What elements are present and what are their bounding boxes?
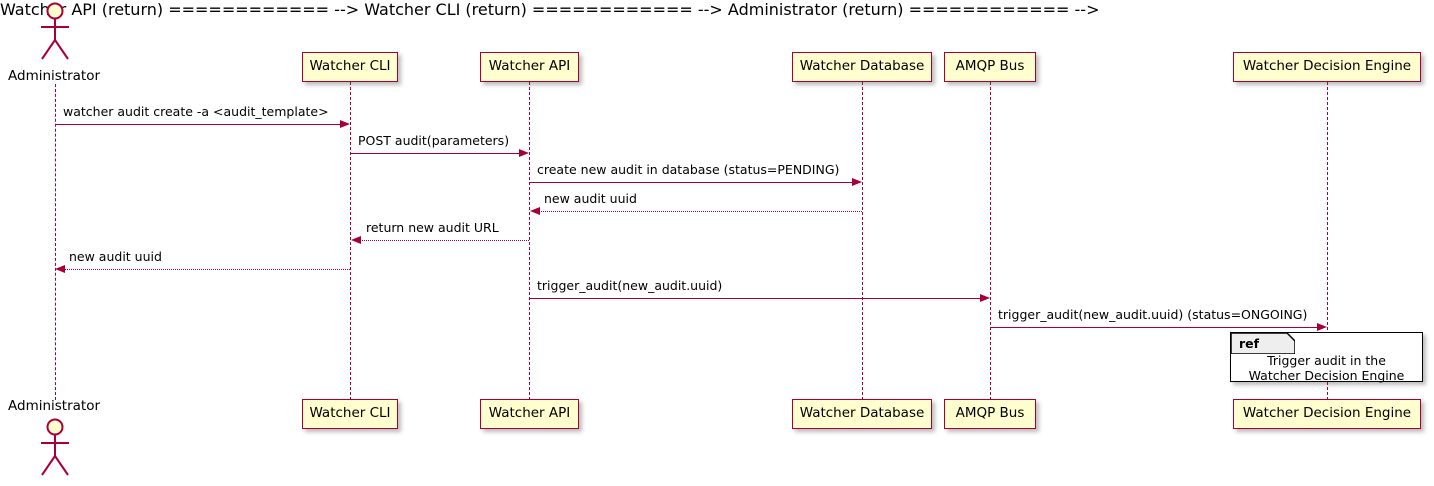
actor-administrator-bottom-icon <box>41 418 69 476</box>
actor-label-administrator-bottom: Administrator <box>8 398 101 414</box>
lifeline-watcher-decision-engine <box>1327 82 1328 400</box>
message-arrowhead-4 <box>530 206 540 215</box>
lifeline-administrator <box>55 84 56 400</box>
message-arrow-1 <box>56 124 344 125</box>
participant-watcher-api-top[interactable]: Watcher API <box>480 52 579 82</box>
participant-amqp-bus-top[interactable]: AMQP Bus <box>944 52 1036 82</box>
participant-amqp-bus-bottom[interactable]: AMQP Bus <box>944 399 1036 429</box>
message-arrow-2 <box>351 153 523 154</box>
message-arrowhead-7 <box>980 293 990 302</box>
message-arrowhead-2 <box>519 148 529 157</box>
ref-body-line-2: Watcher Decision Engine <box>1248 368 1405 383</box>
participant-watcher-database-bottom[interactable]: Watcher Database <box>792 399 932 429</box>
ref-body: Trigger audit in the Watcher Decision En… <box>1231 353 1422 383</box>
message-label-2: POST audit(parameters) <box>358 133 510 148</box>
message-arrowhead-3 <box>852 177 862 186</box>
message-label-3: create new audit in database (status=PEN… <box>537 162 840 177</box>
message-label-5: return new audit URL <box>366 220 499 235</box>
message-label-8: trigger_audit(new_audit.uuid) (status=ON… <box>998 307 1308 322</box>
lifeline-watcher-api <box>529 82 530 400</box>
ref-fragment: ref Trigger audit in the Watcher Decisio… <box>1230 332 1423 383</box>
message-arrowhead-8 <box>1317 322 1327 331</box>
message-arrowhead-1 <box>340 119 350 128</box>
actor-label-administrator-top: Administrator <box>8 68 101 84</box>
message-arrow-6 <box>63 269 350 270</box>
message-label-7: trigger_audit(new_audit.uuid) <box>537 278 723 293</box>
lifeline-watcher-database <box>862 82 863 400</box>
lifeline-amqp-bus <box>990 82 991 400</box>
actor-administrator-top-icon <box>41 2 69 60</box>
message-label-4: new audit uuid <box>544 191 637 206</box>
message-arrow-4 <box>538 211 862 212</box>
message-arrowhead-5 <box>351 235 361 244</box>
ref-tab-shape <box>1231 333 1295 354</box>
message-label-6: new audit uuid <box>69 249 162 264</box>
participant-watcher-decision-engine-top[interactable]: Watcher Decision Engine <box>1233 52 1421 82</box>
ref-body-line-1: Trigger audit in the <box>1267 353 1386 368</box>
message-arrow-5 <box>359 240 529 241</box>
message-arrow-3 <box>530 182 856 183</box>
message-arrow-8 <box>991 327 1321 328</box>
message-arrowhead-6 <box>55 264 65 273</box>
participant-watcher-api-bottom[interactable]: Watcher API <box>480 399 579 429</box>
participant-watcher-cli-top[interactable]: Watcher CLI <box>302 52 398 82</box>
participant-watcher-cli-bottom[interactable]: Watcher CLI <box>302 399 398 429</box>
participant-watcher-decision-engine-bottom[interactable]: Watcher Decision Engine <box>1233 399 1421 429</box>
ref-keyword-label: ref <box>1239 336 1260 351</box>
message-arrow-7 <box>530 298 984 299</box>
message-label-1: watcher audit create -a <audit_template> <box>63 104 329 119</box>
participant-watcher-database-top[interactable]: Watcher Database <box>792 52 932 82</box>
lifeline-watcher-cli <box>350 82 351 400</box>
